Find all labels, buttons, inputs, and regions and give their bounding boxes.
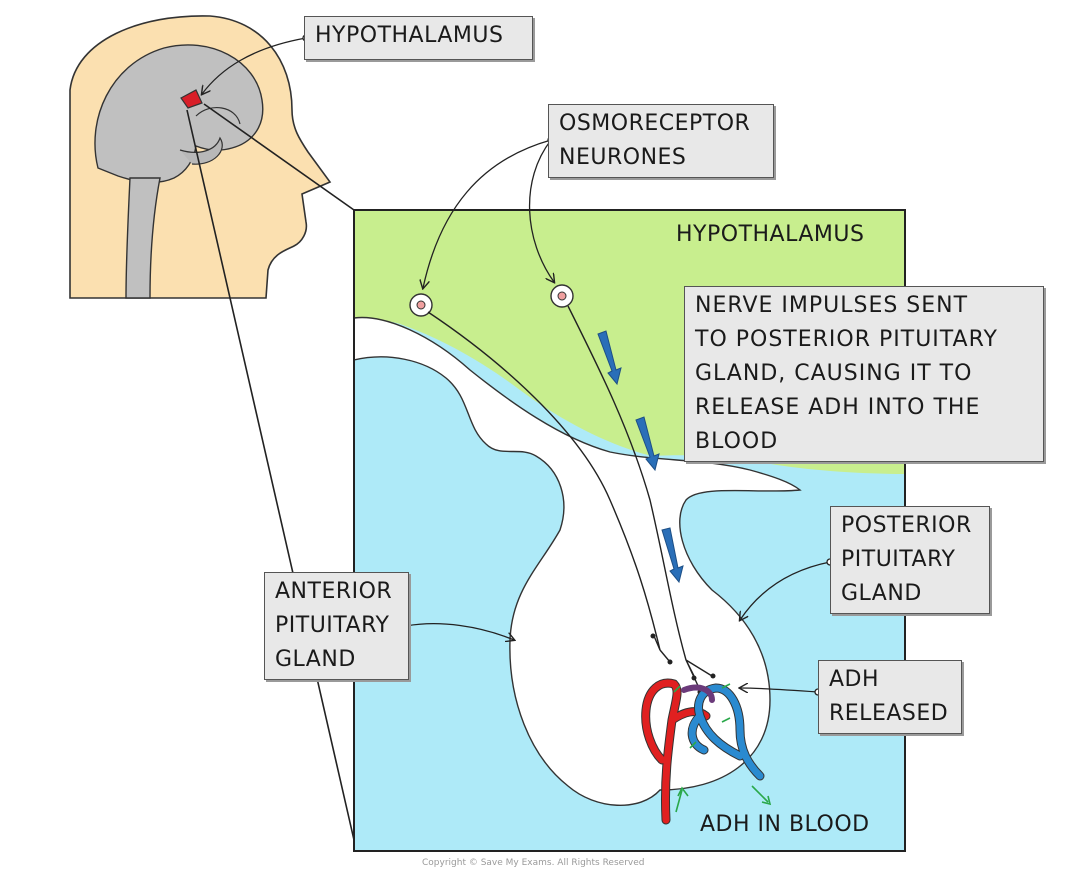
osmoreceptor-cell-right — [550, 284, 574, 308]
zoom-line-top — [203, 103, 355, 211]
osmoreceptor-line-1: OSMORECEPTOR — [559, 111, 751, 136]
hypothalamus-region-label: HYPOTHALAMUS — [676, 222, 865, 247]
anterior-pituitary-label: ANTERIOR PITUITARY GLAND — [264, 572, 409, 680]
vein-capillary — [681, 683, 765, 781]
zoom-line-left — [186, 109, 355, 841]
copyright-notice: Copyright © Save My Exams. All Rights Re… — [422, 858, 645, 868]
adh-released-label: ADH RELEASED — [818, 660, 962, 734]
impulse-arrows — [597, 330, 684, 584]
hypothalamus-dot — [180, 89, 203, 109]
brain — [94, 44, 264, 184]
osmoreceptor-label: OSMORECEPTOR NEURONES — [548, 104, 774, 178]
axons — [427, 305, 713, 691]
adh-in-blood-label: ADH IN BLOOD — [700, 812, 870, 837]
spinal-cord — [125, 177, 161, 299]
adh-release-arrows — [673, 683, 772, 813]
osmoreceptor-cell-left — [409, 293, 433, 317]
hypothalamus-callout-label: HYPOTHALAMUS — [304, 16, 533, 60]
nerve-impulses-label: NERVE IMPULSES SENT TO POSTERIOR PITUITA… — [684, 286, 1044, 462]
osmoreceptor-line-2: NEURONES — [559, 145, 687, 170]
posterior-pituitary-label: POSTERIOR PITUITARY GLAND — [830, 506, 990, 614]
